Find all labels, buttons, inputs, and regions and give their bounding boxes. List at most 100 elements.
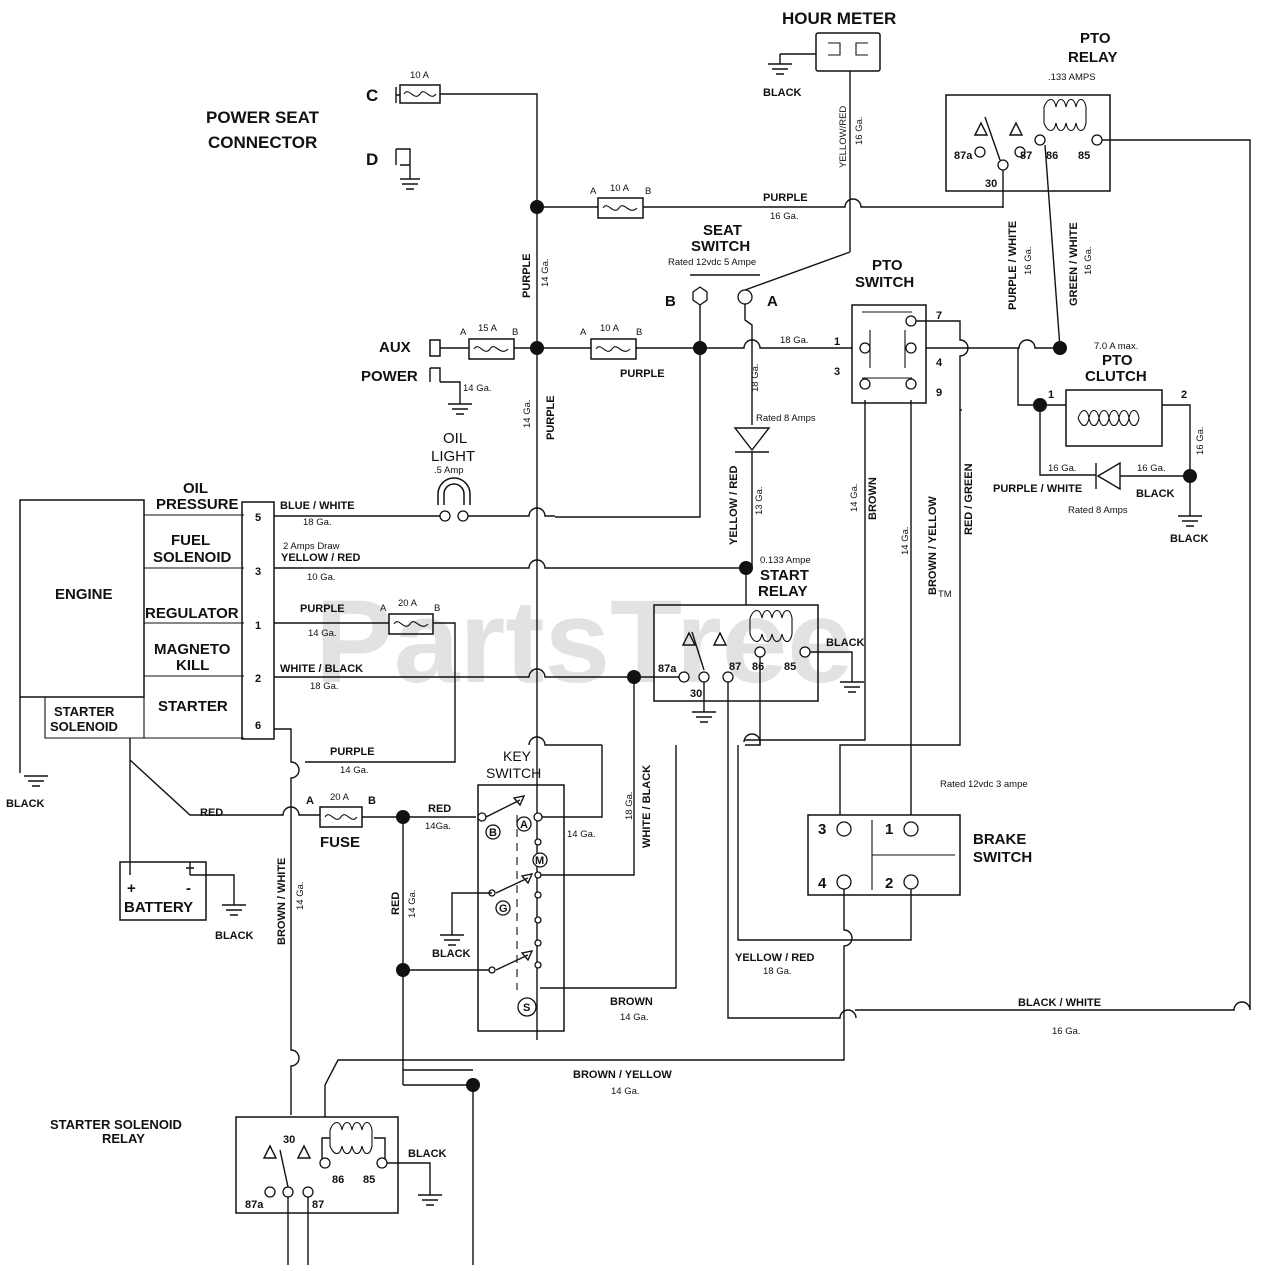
engine-ground-icon [19, 697, 48, 787]
starter-relay-pin-86: 86 [332, 1174, 344, 1186]
aux-gauge: 14 Ga. [463, 383, 492, 394]
key-switch-title-1: KEY [503, 748, 532, 764]
pto-switch-body [851, 304, 927, 404]
purple-vertical-gauge: 14 Ga. [540, 258, 551, 287]
green-white-wire: GREEN / WHITE [1068, 222, 1080, 306]
brake-switch-title-2: SWITCH [973, 849, 1032, 866]
hour-meter-ground-icon [768, 63, 792, 75]
purple-solenoid-wire: PURPLE [330, 746, 375, 758]
engine-w3-gauge: 10 Ga. [307, 572, 336, 583]
seat-switch-title-2: SWITCH [691, 238, 750, 255]
starter-relay-coil-icon [329, 1121, 373, 1155]
fuse-mid-b: B [636, 327, 642, 338]
key-switch-ground-label: BLACK [432, 948, 471, 960]
pto-relay-rating: .133 AMPS [1048, 72, 1096, 83]
fuse-20a-engine [388, 613, 434, 635]
starter-relay-title-2: RELAY [102, 1131, 145, 1146]
brown-white-gauge: 14 Ga. [295, 881, 306, 910]
engine-pin-6: 6 [255, 720, 261, 732]
seat-switch-pin-a: A [767, 293, 778, 310]
battery-red-wire: RED [200, 807, 223, 819]
fuse-main-a: A [306, 795, 314, 807]
pto-clutch-max: 7.0 A max. [1094, 341, 1138, 352]
seat-switch-title-1: SEAT [703, 222, 742, 239]
purple-white-gauge: 16 Ga. [1023, 246, 1034, 275]
oil-light-title-2: LIGHT [431, 448, 475, 465]
key-switch-contact-s-icon [495, 950, 534, 971]
start-relay-ground-label: BLACK [826, 637, 865, 649]
seat-switch-rating: Rated 12vdc 5 Ampe [668, 257, 756, 268]
brown-wire-v: BROWN [867, 477, 879, 520]
engine-w5: BLUE / WHITE [280, 500, 355, 512]
brake-pin-4: 4 [818, 875, 827, 892]
start-relay-title-2: RELAY [758, 583, 807, 600]
pto-clutch-pin-2: 2 [1181, 389, 1187, 401]
key-switch-contact-g-icon [495, 873, 534, 894]
white-black-wire: WHITE / BLACK [641, 765, 653, 848]
key-switch-pos-s: S [523, 1002, 530, 1014]
engine-fuel-1: FUEL [171, 532, 210, 549]
seat-switch: SEAT SWITCH Rated 12vdc 5 Ampe B A [665, 222, 778, 310]
engine-w5-gauge: 18 Ga. [303, 517, 332, 528]
engine-pin-1: 1 [255, 620, 261, 632]
pto-switch-pin-1: 1 [834, 336, 840, 348]
fuse-15a-rating: 15 A [478, 323, 498, 334]
engine-pin-3: 3 [255, 566, 261, 578]
seat-diode-rating: Rated 8 Amps [756, 413, 816, 424]
fuse-15a-b: B [512, 327, 518, 338]
hour-meter-wire-color: YELLOW/RED [838, 106, 849, 168]
pto-switch-pin-4: 4 [936, 357, 943, 369]
key-switch-pos-a: A [520, 819, 528, 831]
pto-clutch-title-1: PTO [1102, 352, 1133, 369]
power-seat-pin-c: C [366, 86, 378, 105]
fuse-main-rating: 20 A [330, 792, 350, 803]
brake-switch: Rated 12vdc 3 ampe 3 1 4 2 BRAKE SWITCH [807, 779, 1032, 896]
hour-meter-title: HOUR METER [782, 9, 896, 28]
brown-white-wire: BROWN / WHITE [276, 858, 288, 945]
pto-switch-pin-7: 7 [936, 310, 942, 322]
fuse-c-rating: 10 A [410, 70, 430, 81]
power-seat-title-2: CONNECTOR [208, 133, 317, 152]
start-relay-pin-30: 30 [690, 688, 702, 700]
pto-clutch-gauge-a: 16 Ga. [1048, 463, 1077, 474]
brown-yellow-wire-v: BROWN / YELLOW [927, 496, 939, 595]
starter-relay-pin-85: 85 [363, 1174, 375, 1186]
watermark: PartsTree [315, 576, 853, 708]
start-relay-pin-87: 87 [729, 661, 741, 673]
key-switch-pos-m: M [535, 855, 544, 867]
by-bottom-gauge: 14 Ga. [611, 1086, 640, 1097]
oil-light-rating: .5 Amp [434, 465, 464, 476]
red-v-gauge: 14 Ga. [407, 889, 418, 918]
fuse-15a [468, 338, 515, 360]
start-relay-body [653, 604, 819, 702]
pto-clutch-black: BLACK [1136, 488, 1175, 500]
yr-bottom-gauge: 18 Ga. [763, 966, 792, 977]
hour-meter-ground-label: BLACK [763, 87, 802, 99]
brake-switch-body [807, 814, 961, 896]
key-switch-pos-g: G [499, 903, 508, 915]
battery-ground-label: BLACK [215, 930, 254, 942]
purple-solenoid-gauge: 14 Ga. [340, 765, 369, 776]
red-h-wire: RED [428, 803, 451, 815]
starter-relay-title-1: STARTER SOLENOID [50, 1117, 182, 1132]
engine-w2: WHITE / BLACK [280, 663, 363, 675]
engine-regulator: REGULATOR [145, 605, 239, 622]
fuse-purple-top-b: B [645, 186, 651, 197]
start-relay-pin-87a: 87a [658, 663, 677, 675]
brown-wire-v-gauge: 14 Ga. [849, 483, 860, 512]
engine-w1: PURPLE [300, 603, 345, 615]
pto-switch-title-1: PTO [872, 257, 903, 274]
pto-relay-title-1: PTO [1080, 30, 1111, 47]
purple-white-wire: PURPLE / WHITE [1007, 221, 1019, 310]
bw-bottom-wire: BLACK / WHITE [1018, 997, 1101, 1009]
engine-connector [241, 501, 275, 740]
engine-starter-sol-1: STARTER [54, 704, 115, 719]
starter-relay-pin-87a: 87a [245, 1199, 264, 1211]
brake-pin-3: 3 [818, 821, 826, 838]
purple-lower-wire: PURPLE [545, 395, 557, 440]
purple-top-wire: PURPLE [763, 192, 808, 204]
start-relay: 0.133 Ampe START RELAY 87a 87 86 85 30 B… [653, 555, 865, 702]
pto-clutch-body [1065, 389, 1163, 447]
engine-magneto-2: KILL [176, 657, 209, 674]
fuse-mid-rating: 10 A [600, 323, 620, 334]
